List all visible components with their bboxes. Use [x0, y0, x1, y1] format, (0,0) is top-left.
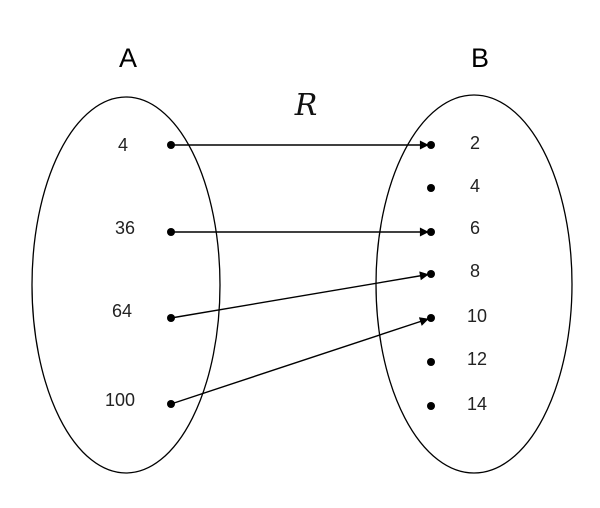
set-b-point [427, 358, 435, 366]
set-a-element-label: 36 [115, 218, 135, 238]
set-a-element: 64 [112, 301, 175, 322]
set-b-point [427, 270, 435, 278]
set-b-element: 12 [427, 349, 487, 369]
set-a-element: 4 [118, 135, 175, 155]
set-b-element: 14 [427, 394, 487, 414]
set-b-element: 8 [427, 261, 480, 281]
mapping-arrow [170, 317, 429, 405]
set-b-element-label: 2 [470, 133, 480, 153]
set-b-element: 6 [427, 218, 480, 238]
set-b-element: 2 [427, 133, 480, 153]
set-b-label: B [471, 43, 489, 73]
set-a-element-label: 64 [112, 301, 132, 321]
set-b-element: 4 [427, 176, 480, 196]
set-a-element-label: 100 [105, 390, 135, 410]
set-b-point [427, 314, 435, 322]
relation-label: R [294, 88, 318, 123]
mapping-arrow [170, 271, 429, 319]
set-b-point [427, 402, 435, 410]
set-a-element-label: 4 [118, 135, 128, 155]
set-a-label: A [119, 43, 137, 73]
set-b-element-label: 10 [467, 306, 487, 326]
set-b-element-label: 6 [470, 218, 480, 238]
set-b-point [427, 141, 435, 149]
set-b-element-label: 12 [467, 349, 487, 369]
set-a-oval [31, 96, 221, 474]
set-b-element-label: 8 [470, 261, 480, 281]
set-b-element-label: 14 [467, 394, 487, 414]
set-a-element: 100 [105, 390, 175, 410]
set-b-element: 10 [427, 306, 487, 326]
set-a-element: 36 [115, 218, 175, 238]
set-b-point [427, 184, 435, 192]
set-b-element-label: 4 [470, 176, 480, 196]
set-b-point [427, 228, 435, 236]
